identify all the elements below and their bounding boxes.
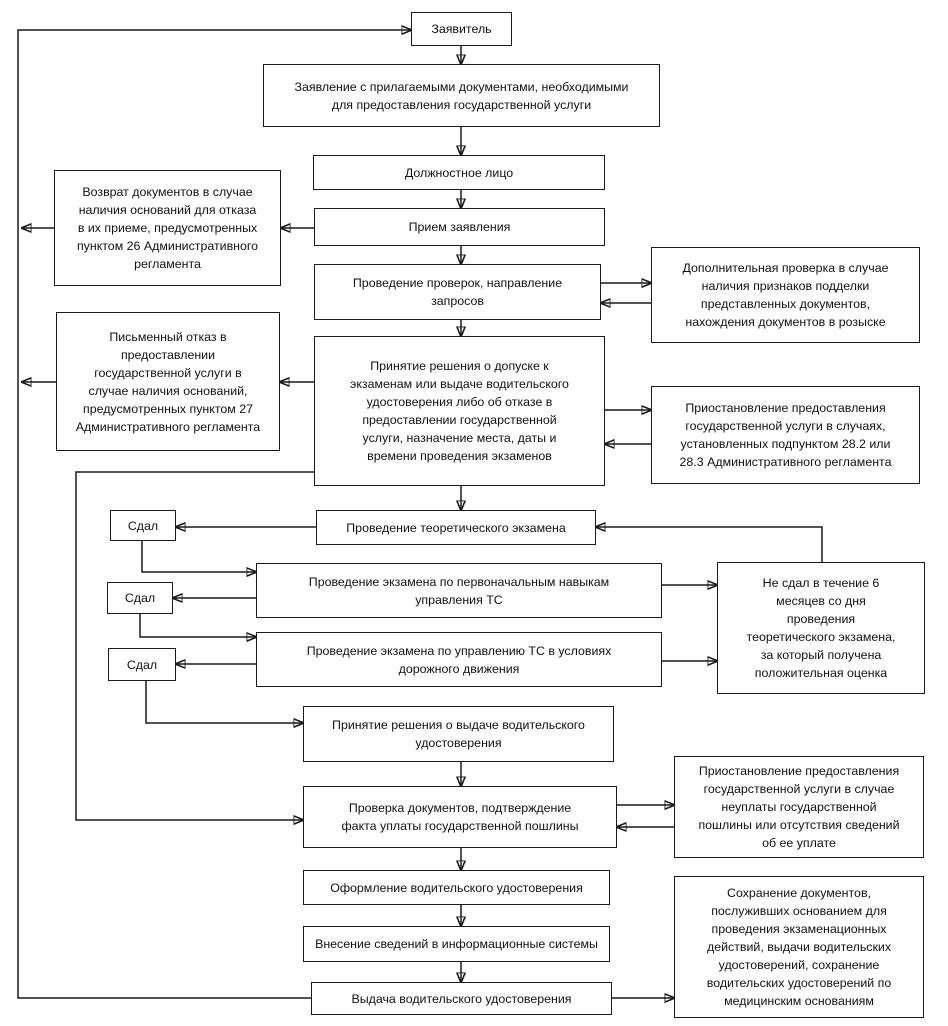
bypass-decision-to-docs-check [75, 471, 314, 820]
arrow-passed2-to-road-exam [139, 614, 256, 637]
node-extra-check: Дополнительная проверка в случае наличия… [651, 247, 920, 343]
loop-issue-to-applicant [17, 30, 411, 999]
node-return-docs: Возврат документов в случае наличия осно… [54, 170, 281, 286]
arrow-passed3-to-license-decision [145, 681, 303, 723]
node-reception: Прием заявления [314, 208, 605, 246]
node-application: Заявление с прилагаемыми документами, не… [263, 64, 660, 127]
arrow-failed-to-theory [596, 527, 823, 562]
node-checks: Проведение проверок, направление запросо… [314, 264, 601, 320]
node-passed-3: Сдал [108, 648, 176, 681]
node-applicant: Заявитель [411, 12, 512, 46]
node-passed-2: Сдал [107, 582, 173, 614]
node-initial-skills-exam: Проведение экзамена по первоначальным на… [256, 563, 662, 618]
node-suspension-1: Приостановление предоставления государст… [651, 386, 920, 484]
node-official: Должностное лицо [313, 155, 605, 190]
node-docs-check: Проверка документов, подтверждение факта… [303, 786, 617, 848]
node-issue-processing: Оформление водительского удостоверения [303, 870, 610, 905]
node-failed-6-months: Не сдал в течение 6 месяцев со дня прове… [717, 562, 925, 694]
node-decision: Принятие решения о допуске к экзаменам и… [314, 336, 605, 486]
node-suspension-2: Приостановление предоставления государст… [674, 756, 924, 858]
node-info-systems: Внесение сведений в информационные систе… [303, 926, 610, 962]
node-storage: Сохранение документов, послуживших основ… [674, 876, 924, 1018]
node-road-exam: Проведение экзамена по управлению ТС в у… [256, 632, 662, 687]
node-license-decision: Принятие решения о выдаче водительского … [303, 706, 614, 762]
arrow-passed1-to-initial-skills [141, 541, 256, 572]
node-theory-exam: Проведение теоретического экзамена [316, 510, 596, 545]
node-issue: Выдача водительского удостоверения [311, 982, 612, 1015]
node-written-refusal: Письменный отказ в предоставлении госуда… [56, 312, 280, 451]
node-passed-1: Сдал [110, 510, 176, 541]
